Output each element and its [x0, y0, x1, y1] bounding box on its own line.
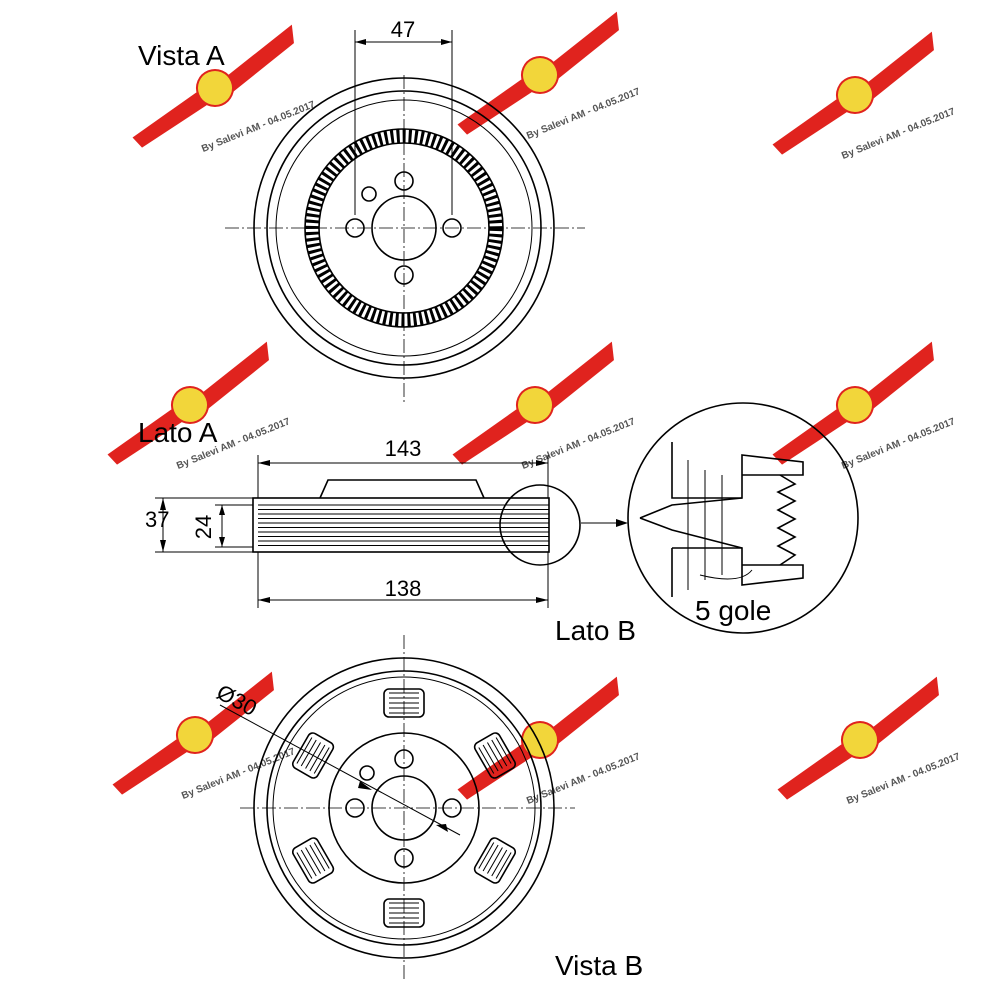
watermark-text: By Salevi AM - 04.05.2017: [840, 106, 957, 162]
watermark-text: By Salevi AM - 04.05.2017: [180, 746, 297, 802]
watermark-logo: By Salevi AM - 04.05.2017: [457, 11, 642, 142]
watermark-text: By Salevi AM - 04.05.2017: [840, 416, 957, 472]
view-b-drawing: [219, 635, 575, 980]
label-vista-a: Vista A: [138, 40, 225, 71]
label-lato-a: Lato A: [138, 417, 218, 448]
watermark-logo: By Salevi AM - 04.05.2017: [772, 31, 957, 162]
hub-window: [383, 898, 425, 928]
side-a-drawing: [155, 455, 628, 608]
hub-window: [473, 732, 517, 779]
watermark-text: By Salevi AM - 04.05.2017: [525, 86, 642, 142]
label-vista-b: Vista B: [555, 950, 643, 981]
hub-window: [291, 837, 335, 884]
watermark-logo: By Salevi AM - 04.05.2017: [772, 341, 957, 472]
groove-detail: [627, 402, 859, 634]
watermark-text: By Salevi AM - 04.05.2017: [200, 99, 317, 155]
dim-belt-height: 24: [191, 515, 216, 539]
dim-overall-width: 143: [385, 436, 422, 461]
watermark-text: By Salevi AM - 04.05.2017: [845, 751, 962, 807]
dim-hub-width: 138: [385, 576, 422, 601]
label-lato-b: Lato B: [555, 615, 636, 646]
dim-hole-spacing: 47: [391, 17, 415, 42]
watermark-text: By Salevi AM - 04.05.2017: [525, 751, 642, 807]
watermark-logo: By Salevi AM - 04.05.2017: [457, 676, 642, 807]
view-a-drawing: [225, 30, 585, 405]
hub-window: [473, 837, 517, 884]
dim-overall-height: 37: [145, 507, 169, 532]
hub-window: [383, 688, 425, 718]
watermark-logo: By Salevi AM - 04.05.2017: [777, 676, 962, 807]
label-grooves: 5 gole: [695, 595, 771, 626]
